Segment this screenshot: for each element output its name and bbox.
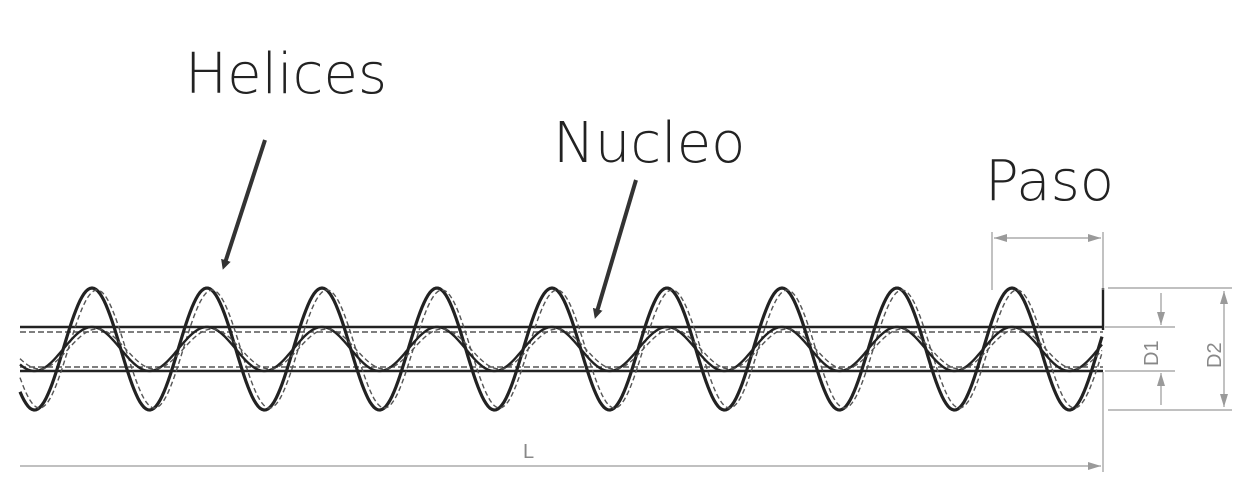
- helices-pointer-arrow: [221, 139, 267, 270]
- outer-diameter-dimension: D2: [1108, 287, 1232, 411]
- length-label: L: [523, 441, 534, 463]
- inner-diameter-dimension: D1: [1105, 293, 1175, 405]
- helix-outer-curve: [18, 286, 1104, 412]
- helix-inner-hidden-curve: [19, 328, 1103, 370]
- paso-label: Paso: [985, 149, 1114, 214]
- d1-label: D1: [1141, 340, 1163, 366]
- pitch-dimension: [991, 232, 1104, 290]
- length-dimension: L: [20, 372, 1104, 472]
- nucleo-pointer-arrow: [592, 179, 638, 319]
- helices-label: Helices: [185, 42, 387, 107]
- nucleo-label: Nucleo: [553, 111, 745, 176]
- d2-label: D2: [1204, 342, 1226, 368]
- helix-flights: [18, 286, 1104, 412]
- helix-outer-hidden-curve: [19, 289, 1103, 409]
